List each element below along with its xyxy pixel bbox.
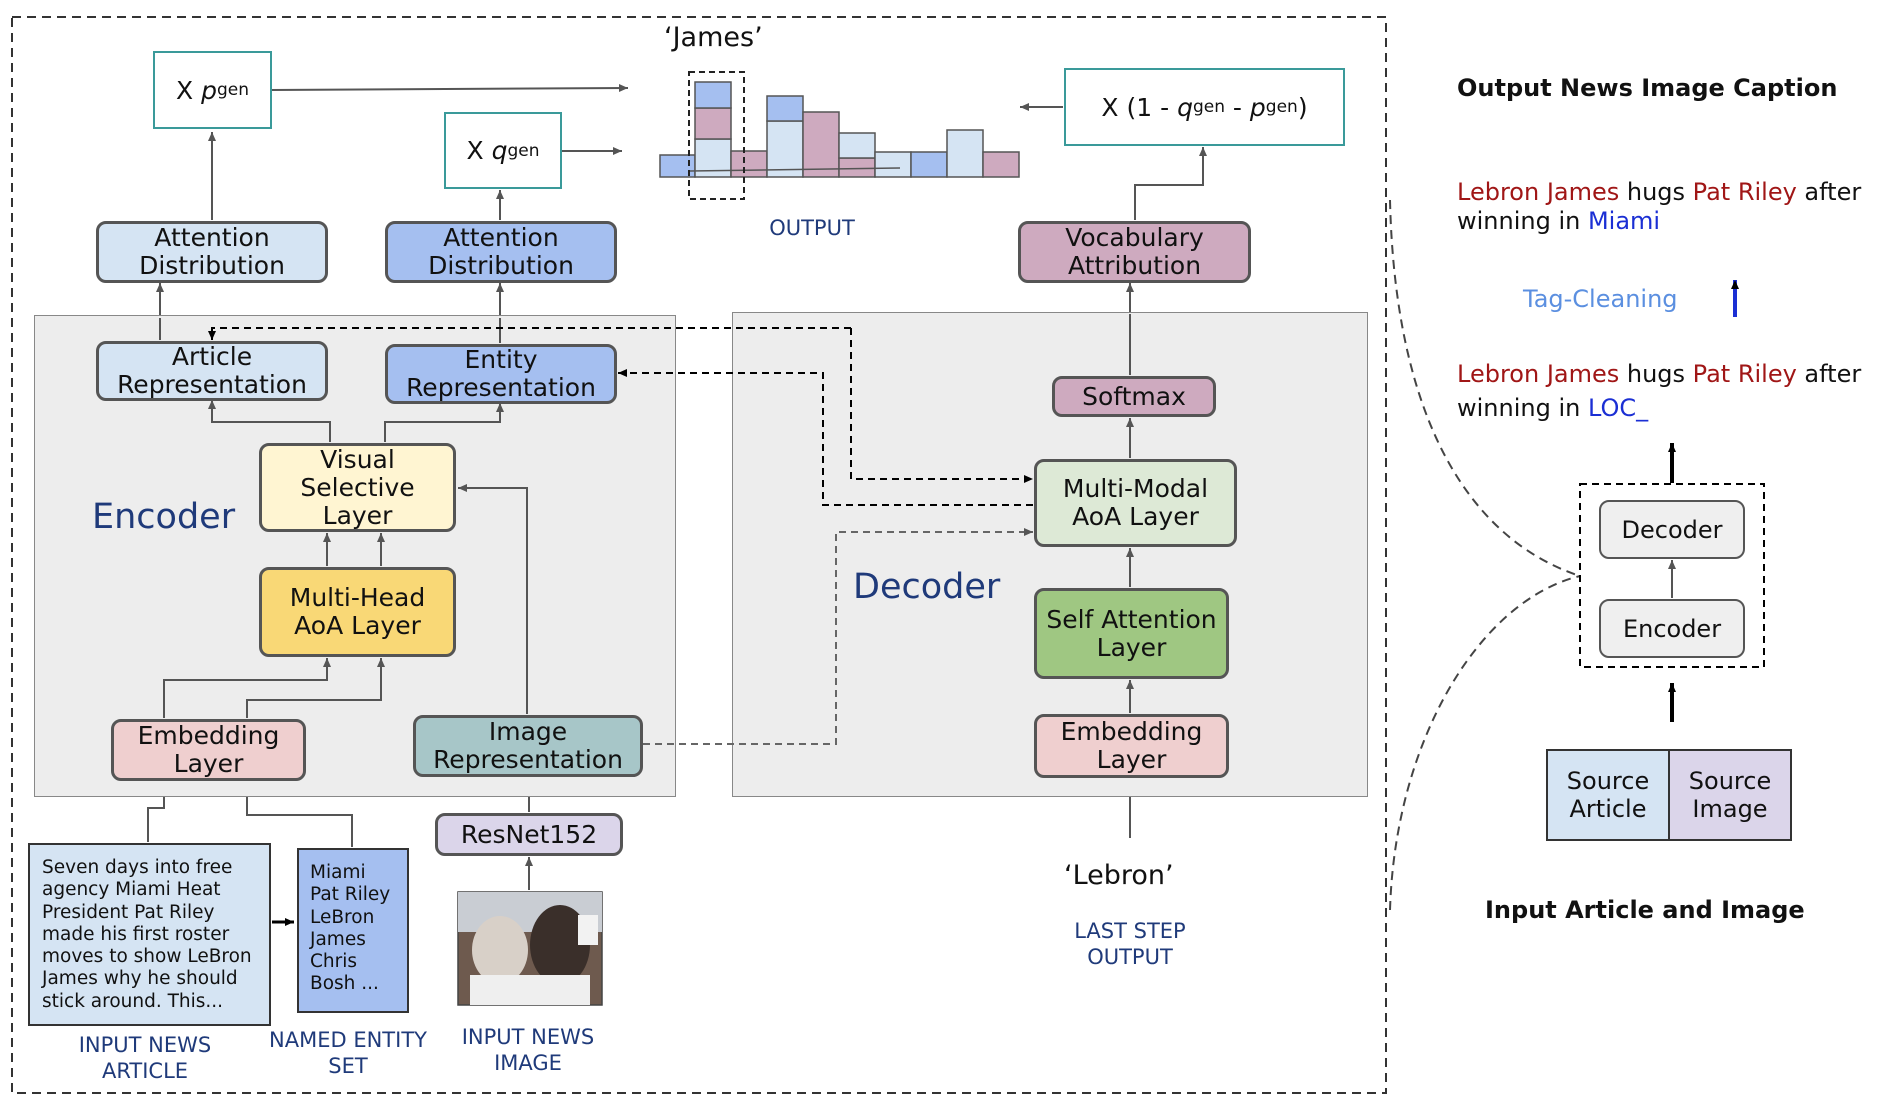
output-histogram bbox=[659, 71, 1020, 200]
model-frame bbox=[1579, 483, 1765, 668]
decoder-label: Decoder bbox=[853, 567, 1001, 607]
last-step-caption: LAST STEP OUTPUT bbox=[1074, 919, 1186, 969]
mini-decoder: Decoder bbox=[1599, 500, 1745, 559]
article-representation: Article Representation bbox=[96, 341, 328, 401]
entity-representation: Entity Representation bbox=[385, 344, 617, 404]
vocabulary-attribution: Vocabulary Attribution bbox=[1018, 221, 1251, 283]
source-image: Source Image bbox=[1668, 749, 1792, 841]
last-step-word: ‘Lebron’ bbox=[1064, 860, 1174, 891]
news-photo bbox=[457, 891, 603, 1006]
input-image-caption: INPUT NEWS IMAGE bbox=[461, 1025, 595, 1075]
multi-modal-aoa-layer: Multi-Modal AoA Layer bbox=[1034, 459, 1237, 547]
entity-item: Bosh ... bbox=[310, 973, 379, 995]
entity-item: James bbox=[310, 928, 366, 950]
encoder-label: Encoder bbox=[92, 497, 236, 537]
outer-frame bbox=[11, 16, 1387, 1094]
output-caption-title: Output News Image Caption bbox=[1457, 74, 1838, 102]
named-entity-caption: NAMED ENTITY SET bbox=[269, 1028, 427, 1078]
mini-encoder: Encoder bbox=[1599, 599, 1745, 658]
tagged-caption: Lebron James hugs Pat Riley after winnin… bbox=[1457, 360, 1862, 422]
embedding-layer-decoder: Embedding Layer bbox=[1034, 714, 1229, 778]
input-article-title: Input Article and Image bbox=[1485, 896, 1805, 924]
embedding-layer-encoder: Embedding Layer bbox=[111, 719, 306, 781]
resnet152: ResNet152 bbox=[435, 813, 623, 856]
entity-item: LeBron bbox=[310, 906, 375, 928]
attention-distribution-article: Attention Distribution bbox=[96, 221, 328, 283]
input-article-caption: INPUT NEWS ARTICLE bbox=[78, 1033, 212, 1083]
multi-head-aoa-layer: Multi-Head AoA Layer bbox=[259, 567, 456, 657]
visual-selective-layer: Visual Selective Layer bbox=[259, 443, 456, 532]
source-article: Source Article bbox=[1546, 749, 1670, 841]
named-entity-set: Miami Pat Riley LeBron James Chris Bosh … bbox=[297, 848, 409, 1013]
self-attention-layer: Self Attention Layer bbox=[1034, 588, 1229, 679]
output-caption: OUTPUT bbox=[769, 216, 855, 240]
attention-distribution-entity: Attention Distribution bbox=[385, 221, 617, 283]
output-word: ‘James’ bbox=[664, 22, 763, 53]
entity-item: Chris bbox=[310, 951, 358, 973]
entity-item: Miami bbox=[310, 862, 366, 883]
softmax: Softmax bbox=[1052, 376, 1216, 417]
selected-bin-highlight bbox=[688, 71, 745, 200]
input-article-text: Seven days into free agency Miami Heat P… bbox=[28, 843, 271, 1026]
tag-cleaning-label: Tag-Cleaning bbox=[1523, 285, 1678, 313]
image-representation: Image Representation bbox=[413, 715, 643, 777]
entity-item: Pat Riley bbox=[310, 884, 391, 906]
final-caption: Lebron James hugs Pat Riley after winnin… bbox=[1457, 178, 1862, 235]
